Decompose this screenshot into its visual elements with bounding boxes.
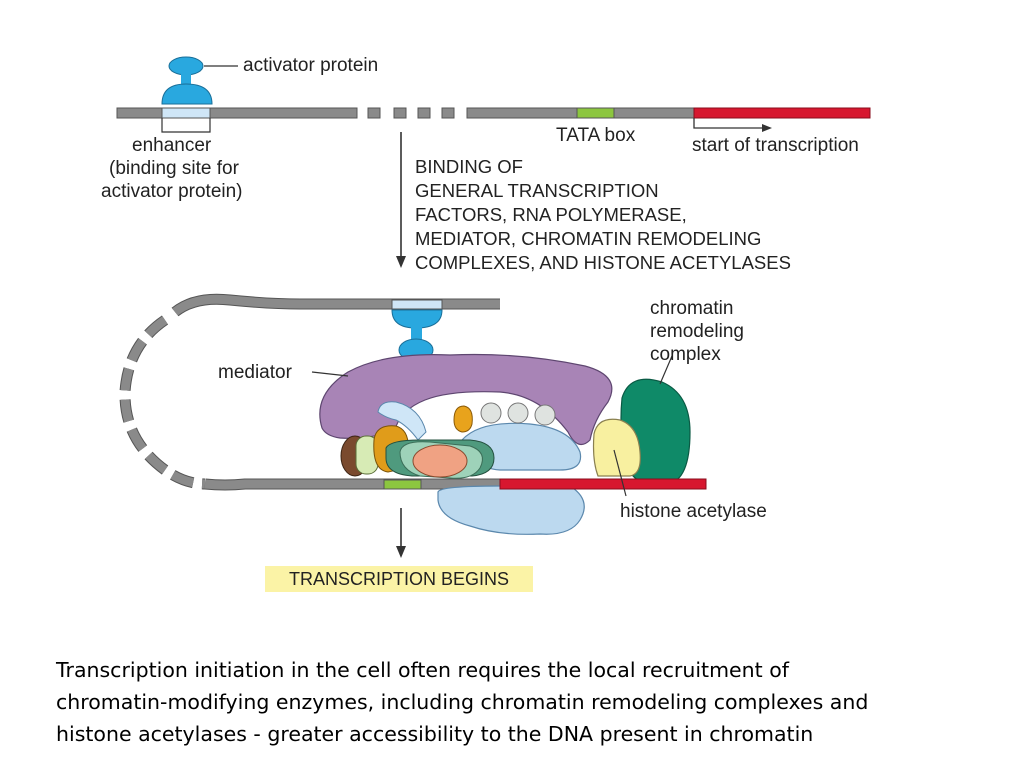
start-of-transcription-label: start of transcription — [692, 135, 859, 156]
histone-acetylase — [592, 418, 641, 477]
gtf-subunit — [480, 402, 502, 424]
tata-box-bound — [383, 479, 422, 490]
caption-line: Transcription initiation in the cell oft… — [56, 658, 789, 682]
enhancer-site-bound — [391, 299, 443, 310]
step-line: GENERAL TRANSCRIPTION — [415, 180, 659, 201]
enhancer-bracket — [161, 118, 211, 133]
acetylase-leader-line — [613, 449, 627, 497]
gtf-small — [453, 405, 473, 433]
tata-box-site — [576, 107, 615, 119]
gtf-subunit — [534, 404, 556, 426]
step-line: MEDIATOR, CHROMATIN REMODELING — [415, 228, 762, 249]
dna-strand-left — [116, 107, 358, 119]
enhancer-site — [161, 107, 211, 119]
tata-box-label: TATA box — [556, 125, 636, 146]
enhancer-label: enhancer — [132, 135, 212, 156]
chromatin-remodeling-label: chromatin — [650, 298, 734, 319]
start-arrow — [693, 118, 762, 129]
chromatin-remodeling-label-line2: remodeling — [650, 321, 744, 342]
caption-line: histone acetylases - greater accessibili… — [56, 722, 814, 746]
caption: Transcription initiation in the cell oft… — [56, 654, 996, 750]
enhancer-label-line2: (binding site for — [109, 158, 239, 179]
begins-arrow — [396, 508, 406, 558]
activator-protein-bound — [391, 309, 443, 362]
step-line: BINDING OF — [415, 156, 523, 177]
caption-line: chromatin-modifying enzymes, including c… — [56, 690, 869, 714]
step-line: COMPLEXES, AND HISTONE ACETYLASES — [415, 252, 791, 273]
activator-protein-label: activator protein — [243, 55, 379, 76]
dna-loop — [119, 293, 500, 491]
dna-gap-dash — [417, 107, 431, 119]
mediator-label: mediator — [218, 362, 292, 383]
top-dna — [116, 107, 871, 133]
polymerase-lower-lobe — [437, 485, 585, 535]
transcribed-region-bound — [499, 478, 707, 490]
transcribed-region — [693, 107, 871, 119]
transcription-begins-label: TRANSCRIPTION BEGINS — [265, 566, 533, 592]
dna-gap-dash — [393, 107, 407, 119]
dna-gap-dash — [441, 107, 455, 119]
dna-gap-dash — [367, 107, 381, 119]
step-line: FACTORS, RNA POLYMERASE, — [415, 204, 687, 225]
process-step-text: BINDING OF GENERAL TRANSCRIPTION FACTORS… — [415, 155, 791, 275]
chromatin-remodeling-label-line3: complex — [650, 344, 721, 365]
general-transcription-factors — [340, 425, 495, 479]
gtf-arm — [377, 401, 427, 441]
mediator-leader-line — [311, 371, 349, 377]
gtf-subunit — [507, 402, 529, 424]
activator-protein-top — [161, 56, 238, 105]
start-arrowhead — [762, 124, 772, 132]
process-arrow — [396, 132, 406, 268]
histone-acetylase-label: histone acetylase — [620, 501, 767, 522]
chromatin-leader-line — [659, 355, 673, 385]
enhancer-label-line3: activator protein) — [101, 181, 243, 202]
